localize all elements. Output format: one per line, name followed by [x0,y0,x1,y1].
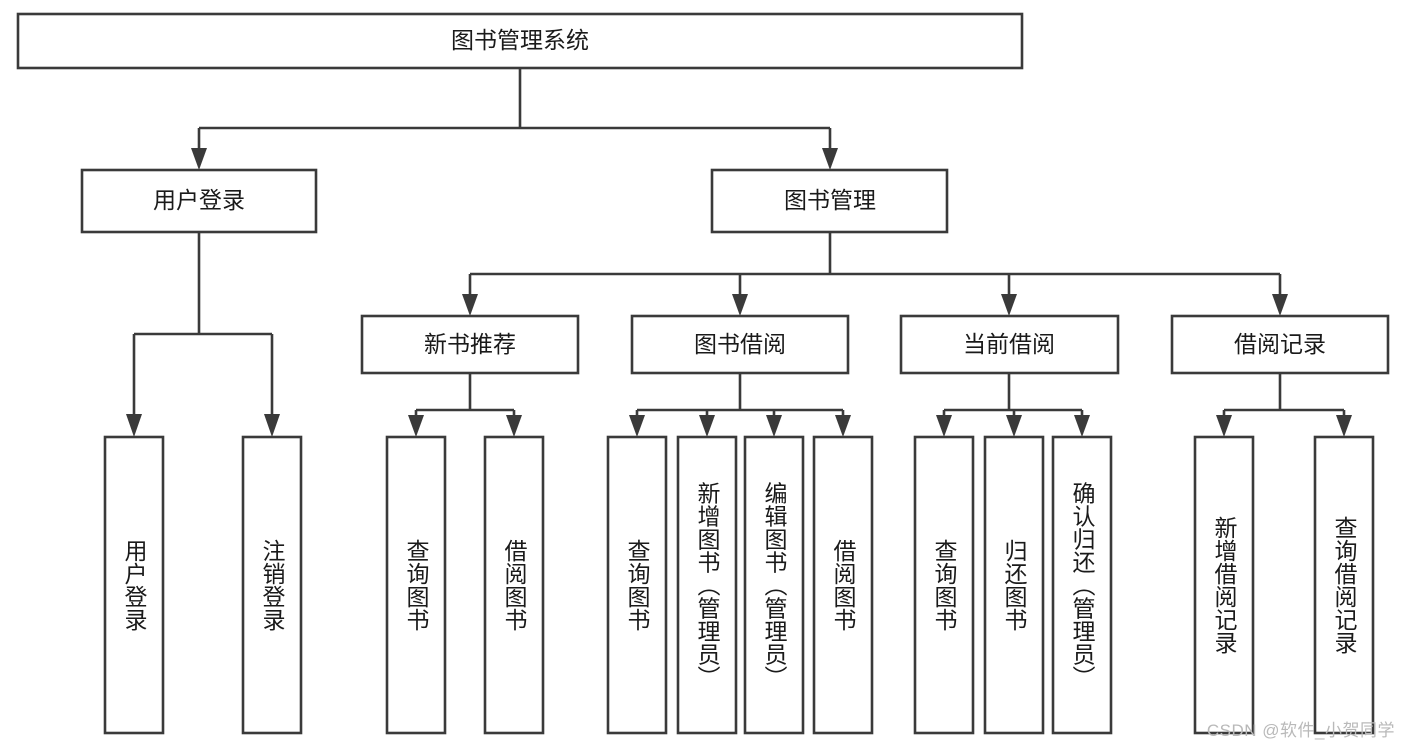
node-leaf-logout[interactable]: 注销登录 [241,435,303,735]
node-leaf-add-borrow-record-box[interactable] [1193,435,1255,735]
arrow-head-book-mgmt [822,148,838,170]
arrow-head-nbr-leaf2 [506,415,522,437]
node-leaf-query-book-nbr[interactable]: 查询图书 [385,435,447,735]
node-root-system[interactable]: 图书管理系统 [16,12,1024,70]
node-leaf-borrow-book-nbr-box[interactable] [483,435,545,735]
node-leaf-return-book[interactable]: 归还图书 [983,435,1045,735]
node-leaf-query-book-cb-label: 查询图书 [931,539,958,631]
node-book-management[interactable]: 图书管理 [710,168,949,234]
node-borrow-record-box[interactable] [1170,314,1390,375]
node-leaf-confirm-return-admin-box[interactable] [1051,435,1113,735]
arrow-head-bb-leaf1 [629,415,645,437]
node-leaf-query-borrow-record-box[interactable] [1313,435,1375,735]
node-leaf-add-book-admin-label: 新增图书（管理员） [694,482,721,689]
node-user-login-box[interactable] [80,168,318,234]
node-book-borrow[interactable]: 图书借阅 [630,314,850,375]
node-new-book-recommend-label: 新书推荐 [424,331,516,357]
node-leaf-return-book-box[interactable] [983,435,1045,735]
node-root-system-box[interactable] [16,12,1024,70]
arrow-head-bb-leaf2 [699,415,715,437]
node-leaf-confirm-return-admin[interactable]: 确认归还（管理员） [1051,435,1113,735]
node-leaf-logout-box[interactable] [241,435,303,735]
node-leaf-borrow-book-bb-label: 借阅图书 [830,539,857,631]
arrow-head-cb-leaf2 [1006,415,1022,437]
node-borrow-record[interactable]: 借阅记录 [1170,314,1390,375]
node-leaf-query-book-bb-label: 查询图书 [624,539,651,631]
connector-group-root-to-level2 [191,68,838,170]
node-leaf-add-book-admin-box[interactable] [676,435,738,735]
connector-group-user-login-to-leaves [126,232,280,437]
node-leaf-query-book-bb[interactable]: 查询图书 [606,435,668,735]
node-leaf-query-book-cb[interactable]: 查询图书 [913,435,975,735]
arrow-head-br-leaf1 [1216,415,1232,437]
node-current-borrow-box[interactable] [899,314,1120,375]
node-leaf-confirm-return-admin-label: 确认归还（管理员） [1069,482,1096,689]
arrow-head-cb-leaf1 [936,415,952,437]
node-borrow-record-label: 借阅记录 [1234,331,1326,357]
node-new-book-recommend[interactable]: 新书推荐 [360,314,580,375]
csdn-watermark: CSDN @软件_小贺同学 [1206,721,1395,740]
node-leaf-user-login-label: 用户登录 [121,539,148,631]
node-leaf-add-borrow-record[interactable]: 新增借阅记录 [1193,435,1255,735]
arrow-head-bb-leaf4 [835,415,851,437]
node-leaf-borrow-book-nbr[interactable]: 借阅图书 [483,435,545,735]
node-current-borrow-label: 当前借阅 [963,331,1055,357]
arrow-head-leaf-user-login [126,414,142,437]
node-leaf-query-borrow-record[interactable]: 查询借阅记录 [1313,435,1375,735]
arrow-head-current-borrow [1001,294,1017,316]
node-root-system-label: 图书管理系统 [451,27,589,53]
node-user-login-label: 用户登录 [153,187,245,213]
node-leaf-return-book-label: 归还图书 [1001,539,1028,631]
node-leaf-logout-label: 注销登录 [259,539,286,631]
node-leaf-edit-book-admin-box[interactable] [743,435,805,735]
arrow-head-br-leaf2 [1336,415,1352,437]
node-leaf-query-borrow-record-label: 查询借阅记录 [1331,516,1358,654]
node-leaf-borrow-book-nbr-label: 借阅图书 [501,539,528,631]
node-book-borrow-label: 图书借阅 [694,331,786,357]
node-leaf-query-book-cb-box[interactable] [913,435,975,735]
connector-group-current-borrow-to-leaves [936,373,1090,437]
arrow-head-bb-leaf3 [766,415,782,437]
node-leaf-add-borrow-record-label: 新增借阅记录 [1211,516,1238,654]
node-book-management-box[interactable] [710,168,949,234]
node-leaf-query-book-nbr-label: 查询图书 [403,539,430,631]
node-leaf-query-book-bb-box[interactable] [606,435,668,735]
node-leaf-borrow-book-bb-box[interactable] [812,435,874,735]
node-leaf-query-book-nbr-box[interactable] [385,435,447,735]
arrow-head-nbr-leaf1 [408,415,424,437]
node-book-management-label: 图书管理 [784,187,876,213]
node-user-login[interactable]: 用户登录 [80,168,318,234]
node-leaf-edit-book-admin-label: 编辑图书（管理员） [761,482,788,689]
node-leaf-edit-book-admin[interactable]: 编辑图书（管理员） [743,435,805,735]
node-current-borrow[interactable]: 当前借阅 [899,314,1120,375]
arrow-head-book-borrow [732,294,748,316]
connector-group-borrow-record-to-leaves [1216,373,1352,437]
node-book-borrow-box[interactable] [630,314,850,375]
arrow-head-leaf-logout [264,414,280,437]
node-leaf-add-book-admin[interactable]: 新增图书（管理员） [676,435,738,735]
node-leaf-user-login[interactable]: 用户登录 [103,435,165,735]
node-leaf-borrow-book-bb[interactable]: 借阅图书 [812,435,874,735]
node-new-book-recommend-box[interactable] [360,314,580,375]
arrow-head-cb-leaf3 [1074,415,1090,437]
connector-group-book-mgmt-to-level3 [462,232,1288,316]
connector-group-new-book-rec-to-leaves [408,373,522,437]
arrow-head-new-book-rec [462,294,478,316]
connector-group-book-borrow-to-leaves [629,373,851,437]
arrow-head-borrow-record [1272,294,1288,316]
arrow-head-user-login [191,148,207,170]
node-leaf-user-login-box[interactable] [103,435,165,735]
